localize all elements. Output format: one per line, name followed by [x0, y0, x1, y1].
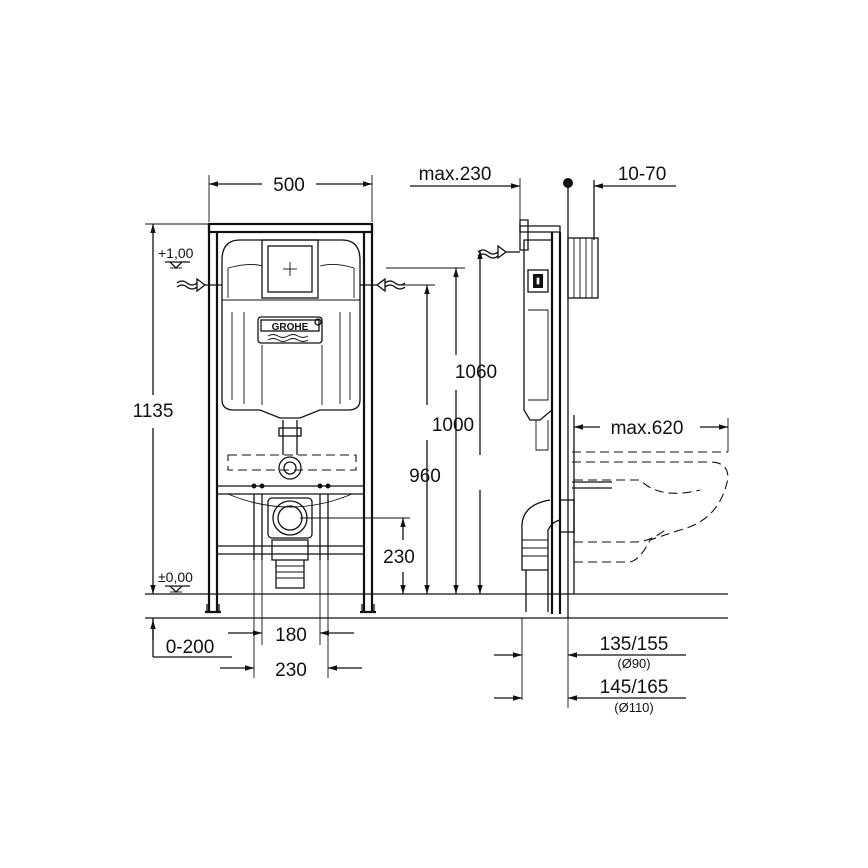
level-marker-top: +1,00	[158, 245, 194, 269]
max620-label: max.620	[611, 418, 684, 439]
dim-145-165: 145/165 (Ø110)	[494, 677, 686, 715]
wall-flange	[567, 237, 599, 299]
h1060-label: 1060	[455, 362, 497, 383]
dim-500: 500	[208, 175, 373, 222]
dim-180: 180	[228, 560, 354, 646]
right-inlet-icon	[375, 277, 386, 293]
dim-1060: 1060	[386, 267, 497, 594]
dim-0-200: 0-200	[150, 618, 232, 658]
level-top-label: +1,00	[158, 245, 194, 261]
grohe-logo: GROHE	[257, 316, 323, 344]
dim-1000: 1000	[400, 284, 474, 594]
dim-960: 960	[409, 250, 483, 594]
level-marker-floor: ±0,00	[158, 569, 193, 593]
outlet-bend	[267, 497, 313, 589]
h230-label: 230	[383, 547, 415, 568]
cistern	[221, 239, 361, 419]
wall-reference-icon	[563, 178, 573, 188]
depth1-label: 135/155	[600, 634, 669, 655]
dim-230-width: 230	[220, 560, 362, 681]
bolt-spacing-label: 180	[275, 625, 307, 646]
wall-range-label: 10-70	[618, 164, 667, 185]
level-floor-label: ±0,00	[158, 569, 193, 585]
outlet-spacing-label: 230	[275, 660, 307, 681]
max230-label: max.230	[419, 164, 492, 185]
depth2-diameter: (Ø110)	[614, 700, 654, 715]
height-label: 1135	[133, 401, 174, 422]
h960-label: 960	[409, 466, 441, 487]
front-view: GROHE	[145, 222, 490, 619]
actuator-opening	[261, 239, 319, 299]
dim-230-height: 230	[300, 517, 415, 594]
h1000-label: 1000	[432, 415, 474, 436]
dim-1135: 1135	[133, 223, 209, 594]
left-inlet-icon	[176, 280, 198, 286]
frame-top-rail	[207, 222, 374, 234]
dim-135-155: 135/155 (Ø90)	[494, 618, 686, 708]
side-view	[490, 180, 729, 619]
floor-offset-label: 0-200	[166, 637, 215, 658]
dim-max620: max.620	[574, 418, 729, 452]
depth1-diameter: (Ø90)	[617, 656, 650, 671]
width-label: 500	[273, 175, 305, 196]
dim-max230: max.230	[410, 164, 521, 222]
outlet-side	[521, 499, 561, 571]
cistern-side	[523, 239, 553, 421]
brand-logo-text: GROHE	[272, 322, 309, 333]
toilet-pan-outline	[572, 451, 729, 563]
depth2-label: 145/165	[600, 677, 669, 698]
dim-10-70: 10-70	[563, 164, 676, 189]
